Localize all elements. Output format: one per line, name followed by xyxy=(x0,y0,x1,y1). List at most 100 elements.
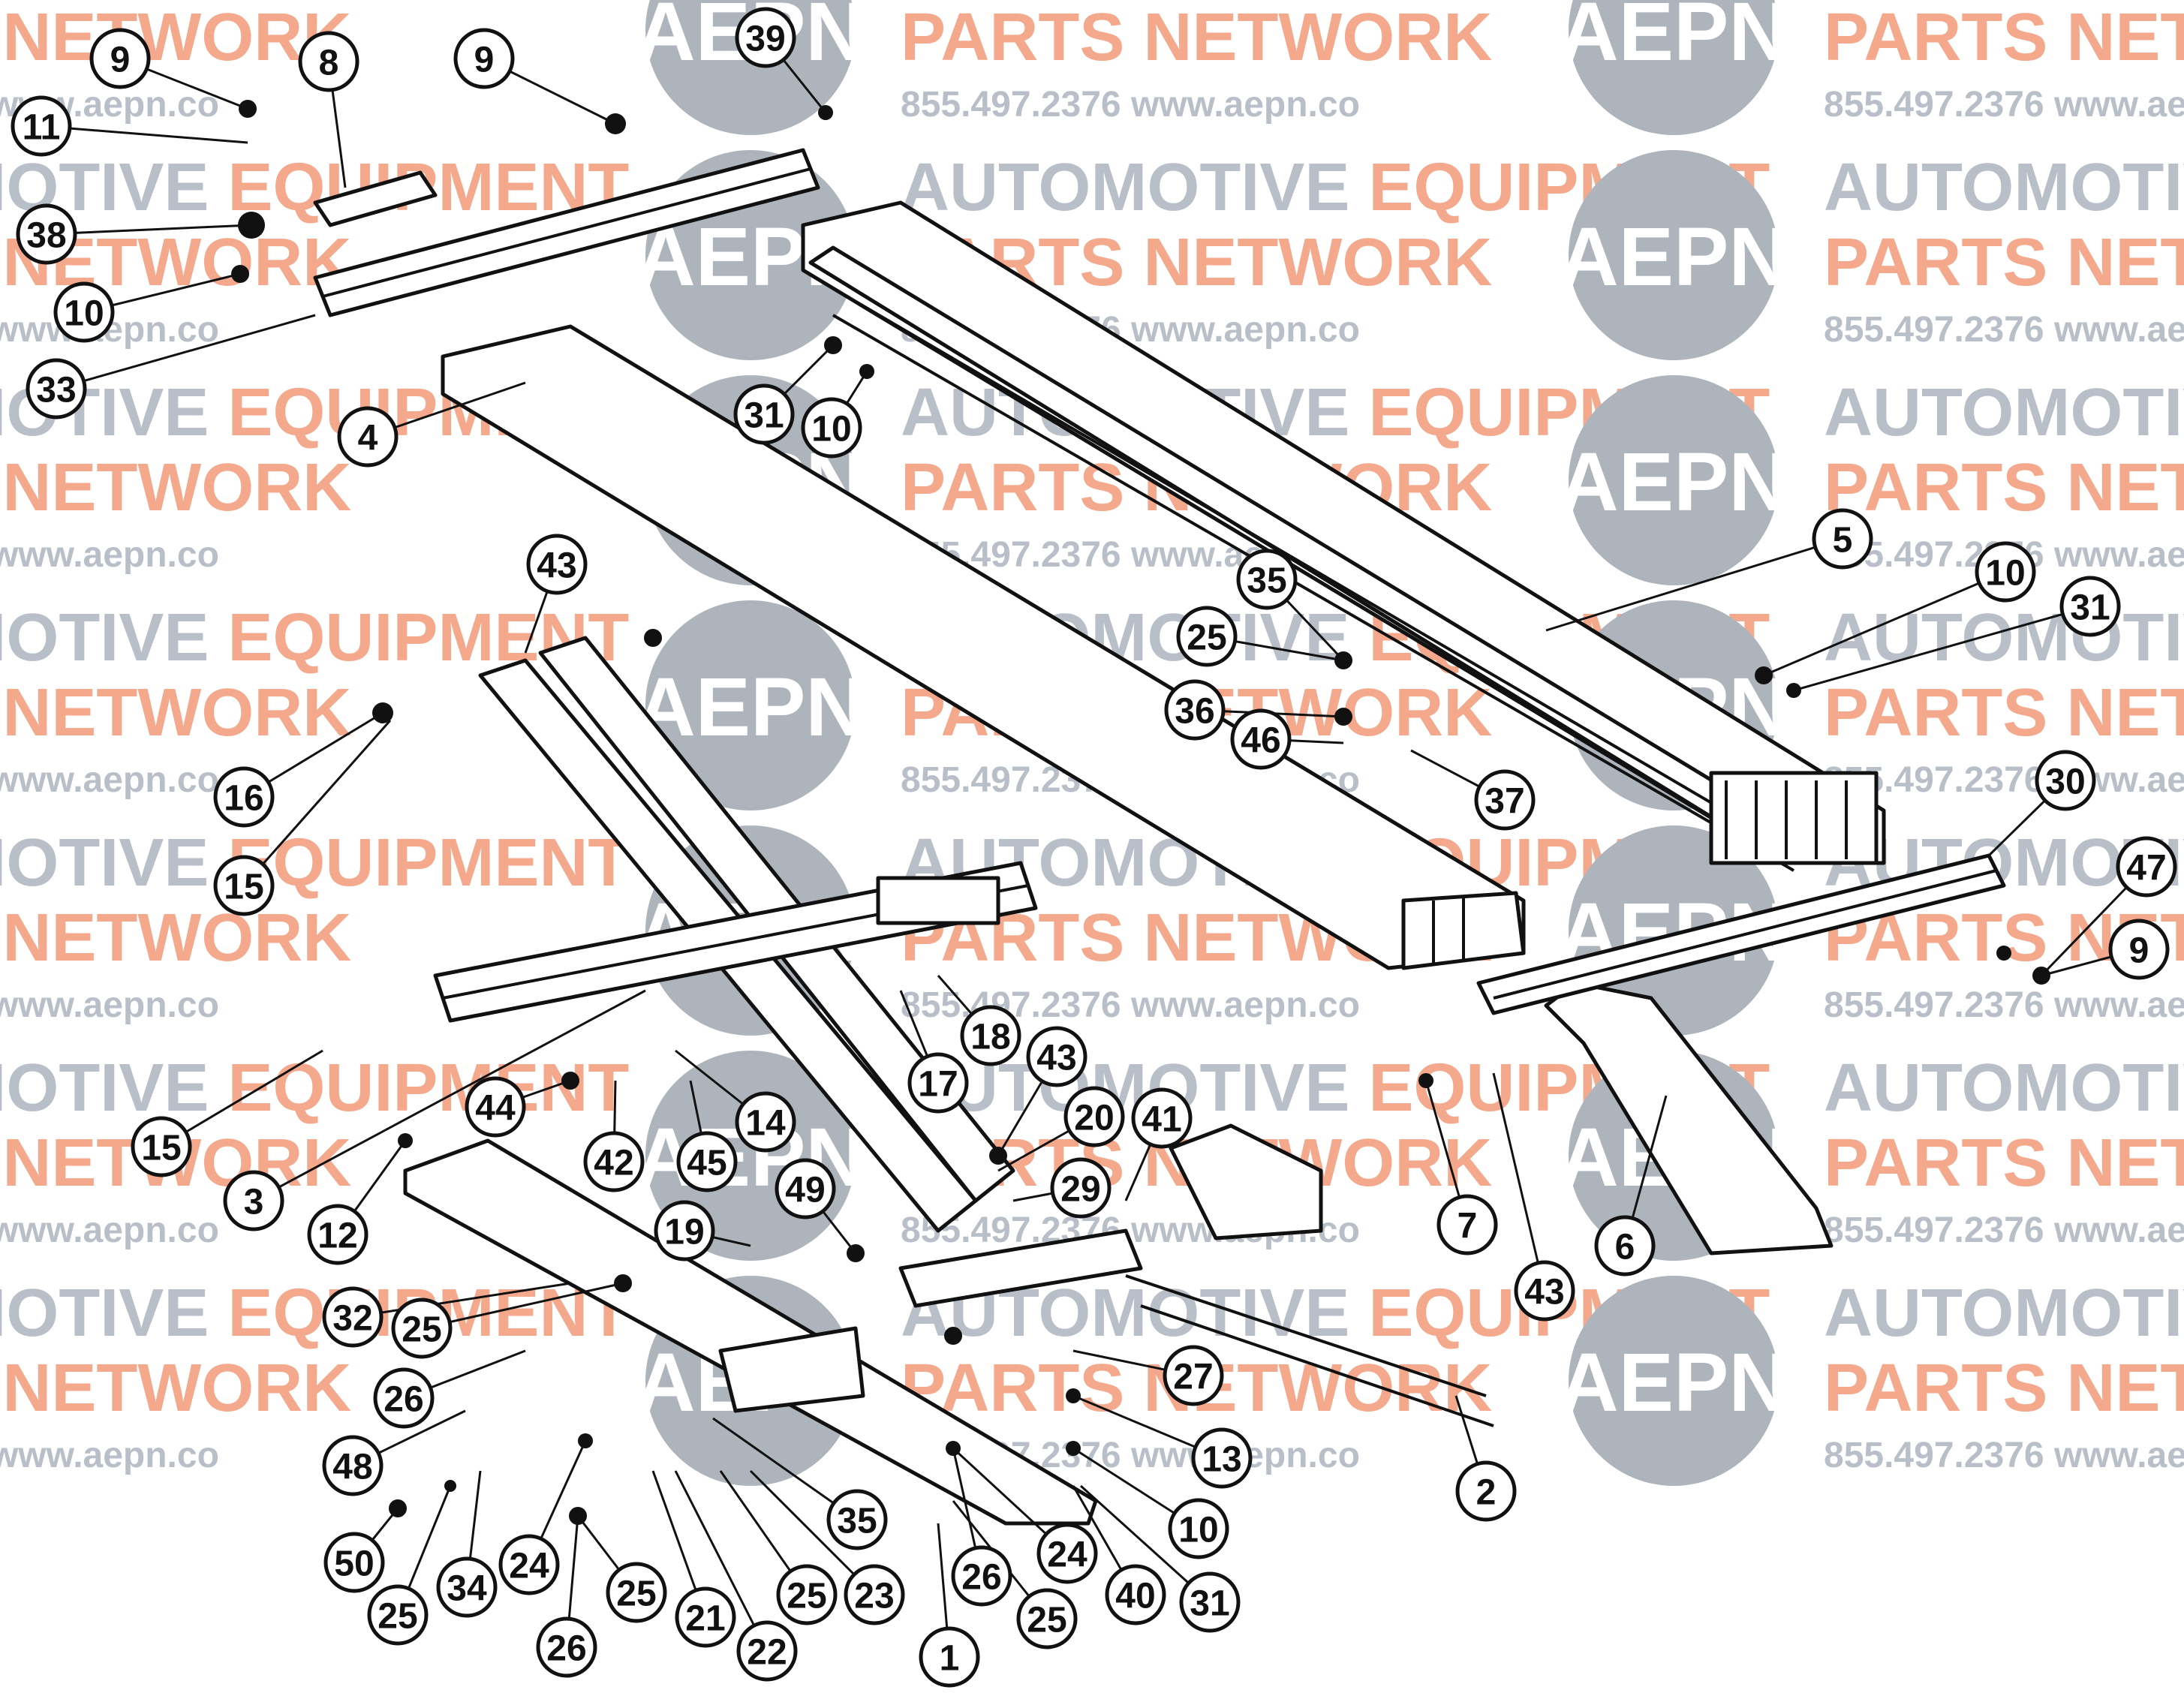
leader-line-part-15 xyxy=(242,720,392,886)
callout-label: 17 xyxy=(918,1065,958,1105)
callout-label: 35 xyxy=(837,1502,877,1541)
callout-part-45: 45 xyxy=(676,1131,738,1192)
callout-circle xyxy=(16,203,77,265)
callout-part-43: 43 xyxy=(1514,1260,1575,1322)
callout-part-19: 19 xyxy=(654,1200,715,1261)
callout-part-22: 22 xyxy=(736,1620,798,1682)
callout-part-10: 10 xyxy=(1975,541,2036,603)
callout-circle xyxy=(2059,576,2121,637)
callout-part-50: 50 xyxy=(323,1532,385,1593)
callout-label: 14 xyxy=(745,1104,786,1144)
aepn-logo-icon xyxy=(645,0,856,135)
callout-part-11: 11 xyxy=(11,95,72,157)
callout-circle xyxy=(436,1556,498,1618)
callout-part-37: 37 xyxy=(1474,769,1536,831)
callout-part-5: 5 xyxy=(1812,508,1873,570)
callout-circle xyxy=(1050,1157,1112,1219)
watermark-contact: 855.497.2376 www.aepn.co xyxy=(1824,760,2184,800)
callout-part-25: 25 xyxy=(1016,1588,1078,1649)
callout-label: 20 xyxy=(1074,1099,1114,1138)
watermark-contact: 855.497.2376 www.aepn.co xyxy=(1824,1436,2184,1475)
callout-circle xyxy=(322,1435,384,1496)
callout-label: 26 xyxy=(384,1380,423,1420)
callout-circle xyxy=(1975,541,2036,603)
callout-label: 4 xyxy=(358,419,378,459)
callout-part-35: 35 xyxy=(826,1489,888,1550)
callout-label: 19 xyxy=(664,1213,704,1252)
callout-circle xyxy=(2116,836,2177,898)
aepn-logo-text: AEPN xyxy=(636,661,865,753)
aepn-logo-text: AEPN xyxy=(1559,1337,1788,1429)
callout-part-48: 48 xyxy=(322,1435,384,1496)
callout-label: 10 xyxy=(1985,554,2025,594)
watermark-title-line2: PARTS NETWORK xyxy=(0,901,351,976)
callout-circle xyxy=(1236,549,1298,610)
callout-part-26: 26 xyxy=(373,1367,435,1429)
callout-label: 18 xyxy=(970,1018,1010,1057)
watermark-contact: 855.497.2376 www.aepn.co xyxy=(0,535,219,575)
watermark-contact: 855.497.2376 www.aepn.co xyxy=(0,1210,219,1250)
leader-line-part-22 xyxy=(674,1470,769,1652)
callout-circle xyxy=(465,1076,526,1138)
callout-circle xyxy=(1131,1087,1193,1149)
callout-part-25: 25 xyxy=(776,1564,838,1625)
callout-label: 2 xyxy=(1476,1473,1497,1513)
leader-line-part-33 xyxy=(56,314,316,390)
callout-circle xyxy=(1168,1498,1229,1559)
callout-circle xyxy=(583,1131,645,1192)
callout-circle xyxy=(53,281,115,343)
callout-label: 22 xyxy=(747,1633,787,1673)
scissor-arms xyxy=(433,636,1038,1233)
callout-part-12: 12 xyxy=(307,1204,369,1265)
callout-part-15: 15 xyxy=(131,1116,192,1177)
callout-part-4: 4 xyxy=(337,406,399,468)
hardware xyxy=(231,100,2050,1525)
callout-circle xyxy=(391,1298,453,1359)
callout-part-40: 40 xyxy=(1105,1564,1166,1625)
callout-part-33: 33 xyxy=(26,358,87,419)
callout-label: 8 xyxy=(319,44,339,83)
watermark-contact: 855.497.2376 www.aepn.co xyxy=(1824,985,2184,1025)
watermark-title-line2: PARTS NETWORK xyxy=(0,1351,351,1426)
callout-circle xyxy=(776,1564,838,1625)
watermark-title-line2: PARTS NETWORK xyxy=(0,0,351,75)
callout-label: 7 xyxy=(1458,1207,1478,1246)
callout-circle xyxy=(1176,606,1238,667)
callout-label: 10 xyxy=(64,294,104,334)
callout-label: 36 xyxy=(1175,692,1214,732)
callout-label: 32 xyxy=(332,1299,372,1339)
callout-circle xyxy=(1594,1215,1656,1277)
callout-part-46: 46 xyxy=(1230,708,1292,770)
watermark-title-line1: AUTOMOTIVE EQUIPMENT xyxy=(1824,150,2184,225)
callout-label: 29 xyxy=(1060,1170,1100,1210)
watermark-contact: 855.497.2376 www.aepn.co xyxy=(0,985,219,1025)
callout-circle xyxy=(323,1532,385,1593)
callout-part-1: 1 xyxy=(919,1626,980,1688)
callout-circle xyxy=(1230,708,1292,770)
watermark-title-line2: PARTS NETWORK xyxy=(1824,0,2184,75)
leader-line-part-10 xyxy=(1763,570,2006,677)
callout-label: 12 xyxy=(317,1216,357,1256)
watermark-title-line2: PARTS NETWORK xyxy=(1824,1351,2184,1426)
callout-label: 9 xyxy=(2129,931,2149,971)
watermark-title-line1: AUTOMOTIVE EQUIPMENT xyxy=(0,825,629,901)
callout-circle xyxy=(213,766,275,828)
aepn-logo-text: AEPN xyxy=(1559,436,1788,528)
watermark-contact: 855.497.2376 www.aepn.co xyxy=(901,85,1360,125)
base-frame xyxy=(403,1123,1494,1526)
callout-part-18: 18 xyxy=(960,1005,1021,1066)
callout-circle xyxy=(1016,1588,1078,1649)
callout-part-9: 9 xyxy=(453,28,515,89)
callout-circle xyxy=(223,1170,284,1231)
watermark-contact: 855.497.2376 www.aepn.co xyxy=(0,1436,219,1475)
callout-label: 44 xyxy=(475,1089,516,1129)
watermark-title-line2: PARTS NETWORK xyxy=(0,450,351,525)
callout-part-25: 25 xyxy=(367,1584,429,1646)
leader-line-part-31 xyxy=(1793,605,2091,692)
watermark-title-line1: AUTOMOTIVE EQUIPMENT xyxy=(1824,1276,2184,1351)
callout-circle xyxy=(213,855,275,916)
callout-label: 49 xyxy=(785,1171,825,1210)
aepn-logo-icon xyxy=(645,600,856,810)
watermark-title-line2: PARTS NETWORK xyxy=(901,0,1492,75)
aepn-logo-text: AEPN xyxy=(1559,0,1788,78)
